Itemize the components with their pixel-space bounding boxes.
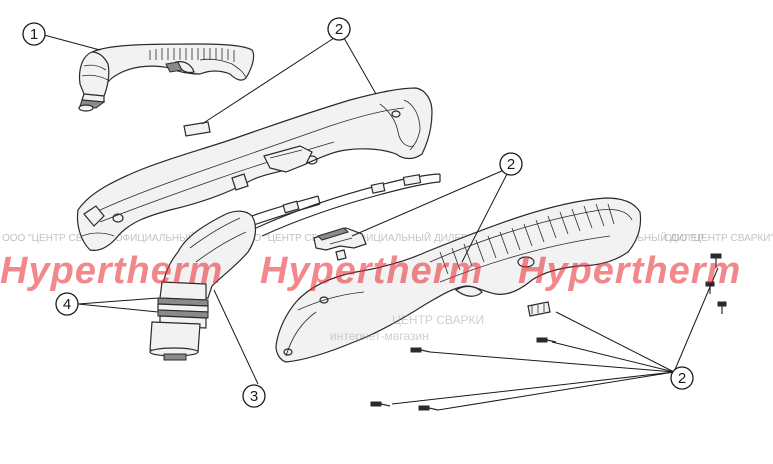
screw xyxy=(710,253,722,268)
leader-lines xyxy=(43,34,719,411)
brand-watermark: Hypertherm Hypertherm Hypertherm ЦЕНТР С… xyxy=(0,250,741,343)
screw xyxy=(370,401,391,407)
handle-insert xyxy=(527,301,551,317)
screw xyxy=(410,347,431,353)
complete-torch xyxy=(78,43,255,112)
callout-2b: 2 xyxy=(499,152,523,176)
callout-2a: 2 xyxy=(327,17,351,41)
callout-label: 1 xyxy=(30,26,38,43)
callout-label: 2 xyxy=(507,156,515,173)
site-watermark-text: ЦЕНТР СВАРКИ xyxy=(392,313,484,327)
handle-left-half xyxy=(76,87,433,251)
screws xyxy=(370,253,727,411)
site-watermark-subtext: интернет-магазин xyxy=(330,329,429,343)
callout-label: 3 xyxy=(250,388,258,405)
callout-2c: 2 xyxy=(670,366,694,390)
callout-label: 4 xyxy=(63,296,71,313)
torch-head-and-lead xyxy=(149,173,441,361)
trigger-assembly xyxy=(313,227,367,261)
brand-watermark-text: Hypertherm xyxy=(0,250,223,292)
screw xyxy=(717,301,727,314)
handle-right-half xyxy=(275,197,642,363)
callout-1: 1 xyxy=(22,22,46,46)
callout-label: 2 xyxy=(335,21,343,38)
dealer-watermark-text: ООО "ЦЕНТР СВАРКИ" ОФИЦИАЛЬНЫЙ ДИЛЕР xyxy=(664,231,773,244)
screw xyxy=(536,337,557,343)
callout-label: 2 xyxy=(678,370,686,387)
callout-4: 4 xyxy=(55,292,79,316)
screw xyxy=(418,405,439,411)
brand-watermark-text: Hypertherm xyxy=(518,250,741,292)
callout-3: 3 xyxy=(242,384,266,408)
brand-watermark-text: Hypertherm xyxy=(260,250,483,292)
name-plate xyxy=(183,121,211,137)
